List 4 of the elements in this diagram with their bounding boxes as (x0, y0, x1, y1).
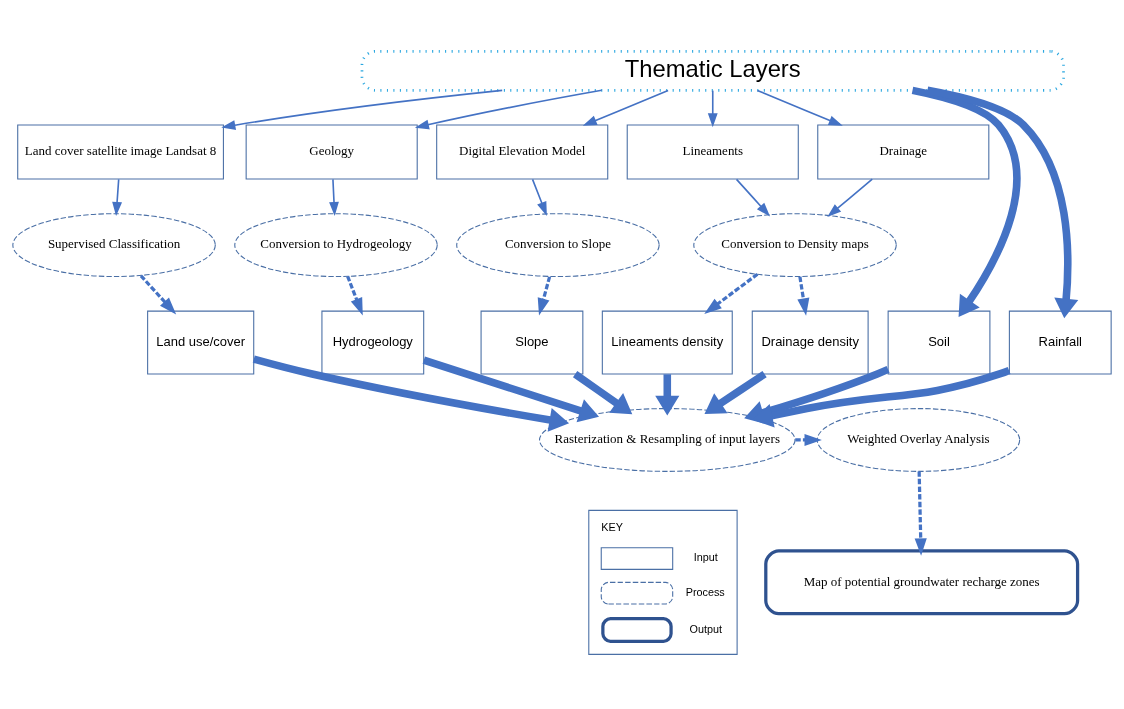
legend-label: Input (693, 550, 718, 563)
legend-label: Process (685, 585, 725, 598)
label: KEY (601, 520, 623, 533)
legend-label: Output (689, 622, 722, 635)
